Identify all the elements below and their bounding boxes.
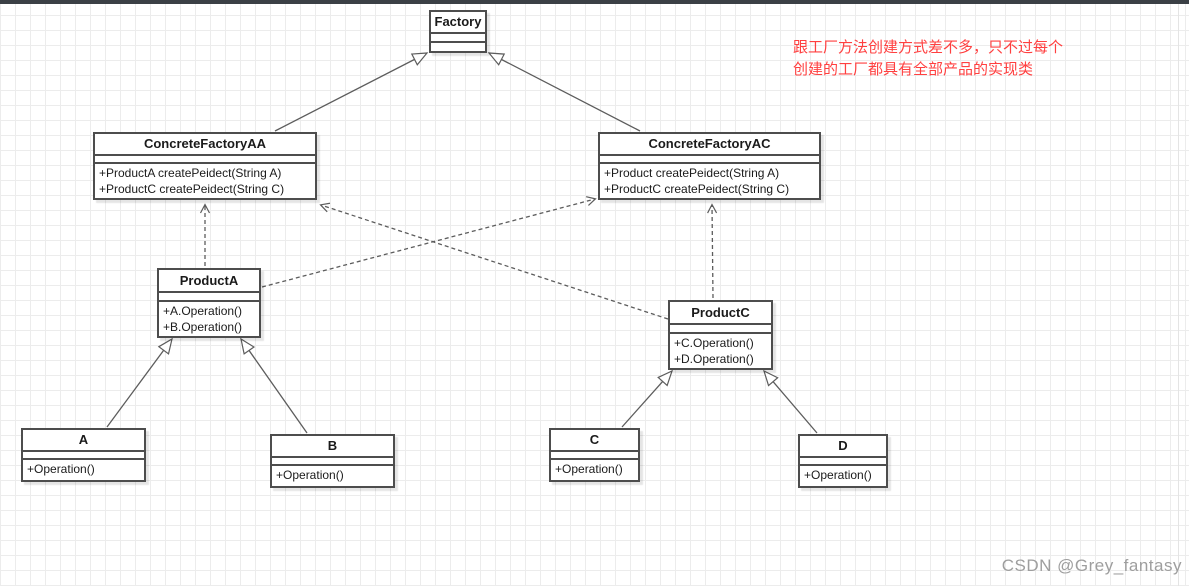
class-title: B [272, 436, 393, 458]
annotation-line-1: 跟工厂方法创建方式差不多，只不过每个 [793, 39, 1064, 56]
annotation-line-2: 创建的工厂都具有全部产品的实现类 [793, 61, 1034, 78]
dependency-productc-to-cfac[interactable] [707, 203, 718, 299]
method-line: +A.Operation() [163, 304, 243, 318]
methods-compartment: +Product createPeidect(String A) +Produc… [600, 164, 819, 198]
class-box-factory[interactable]: Factory [429, 10, 487, 53]
methods-compartment: +Operation() [23, 460, 144, 480]
class-box-producta[interactable]: ProductA +A.Operation() +B.Operation() [157, 268, 261, 338]
fields-compartment [670, 325, 771, 334]
class-box-productc[interactable]: ProductC +C.Operation() +D.Operation() [668, 300, 773, 370]
method-line: +ProductA createPeidect(String A) [99, 166, 282, 180]
fields-compartment [159, 293, 259, 302]
generalization-a-to-producta[interactable] [106, 337, 173, 428]
fields-compartment [800, 458, 886, 466]
fields-compartment [600, 156, 819, 164]
method-line: +Operation() [804, 468, 872, 482]
methods-compartment [431, 43, 485, 51]
class-title: ConcreteFactoryAC [600, 134, 819, 156]
class-title: C [551, 430, 638, 452]
class-box-d[interactable]: D +Operation() [798, 434, 888, 488]
method-line: +Operation() [276, 468, 344, 482]
annotation-text[interactable]: 跟工厂方法创建方式差不多，只不过每个 创建的工厂都具有全部产品的实现类 [793, 37, 1063, 81]
dependency-productc-to-cfaa[interactable] [319, 202, 669, 320]
method-line: +Product createPeidect(String A) [604, 166, 780, 180]
methods-compartment: +Operation() [272, 466, 393, 486]
method-line: +C.Operation() [674, 336, 754, 350]
method-line: +Operation() [555, 462, 623, 476]
methods-compartment: +Operation() [551, 460, 638, 480]
top-scrollbar [0, 0, 1189, 4]
fields-compartment [431, 34, 485, 43]
fields-compartment [272, 458, 393, 466]
class-box-c[interactable]: C +Operation() [549, 428, 640, 482]
methods-compartment: +ProductA createPeidect(String A) +Produ… [95, 164, 315, 198]
class-box-a[interactable]: A +Operation() [21, 428, 146, 482]
fields-compartment [95, 156, 315, 164]
method-line: +B.Operation() [163, 320, 243, 334]
class-title: ProductA [159, 270, 259, 293]
class-title: Factory [431, 12, 485, 34]
class-box-b[interactable]: B +Operation() [270, 434, 395, 488]
methods-compartment: +C.Operation() +D.Operation() [670, 334, 771, 368]
methods-compartment: +A.Operation() +B.Operation() [159, 302, 259, 336]
methods-compartment: +Operation() [800, 466, 886, 486]
generalization-d-to-productc[interactable] [763, 369, 818, 434]
method-line: +ProductC createPeidect(String C) [604, 182, 790, 196]
method-line: +D.Operation() [674, 352, 754, 366]
class-title: ProductC [670, 302, 771, 325]
method-line: +ProductC createPeidect(String C) [99, 182, 285, 196]
class-title: D [800, 436, 886, 458]
class-title: A [23, 430, 144, 452]
class-box-concretefactoryaa[interactable]: ConcreteFactoryAA +ProductA createPeidec… [93, 132, 317, 200]
class-title: ConcreteFactoryAA [95, 134, 315, 156]
generalization-b-to-producta[interactable] [240, 337, 308, 434]
generalization-cfaa-to-factory[interactable] [274, 52, 429, 132]
fields-compartment [551, 452, 638, 460]
generalization-c-to-productc[interactable] [621, 369, 674, 428]
generalization-cfac-to-factory[interactable] [487, 52, 641, 132]
fields-compartment [23, 452, 144, 460]
dependency-producta-to-cfac[interactable] [261, 196, 597, 288]
class-box-concretefactoryac[interactable]: ConcreteFactoryAC +Product createPeidect… [598, 132, 821, 200]
page-boundary-line [1178, 4, 1179, 586]
watermark: CSDN @Grey_fantasy [1001, 556, 1182, 575]
method-line: +Operation() [27, 462, 95, 476]
